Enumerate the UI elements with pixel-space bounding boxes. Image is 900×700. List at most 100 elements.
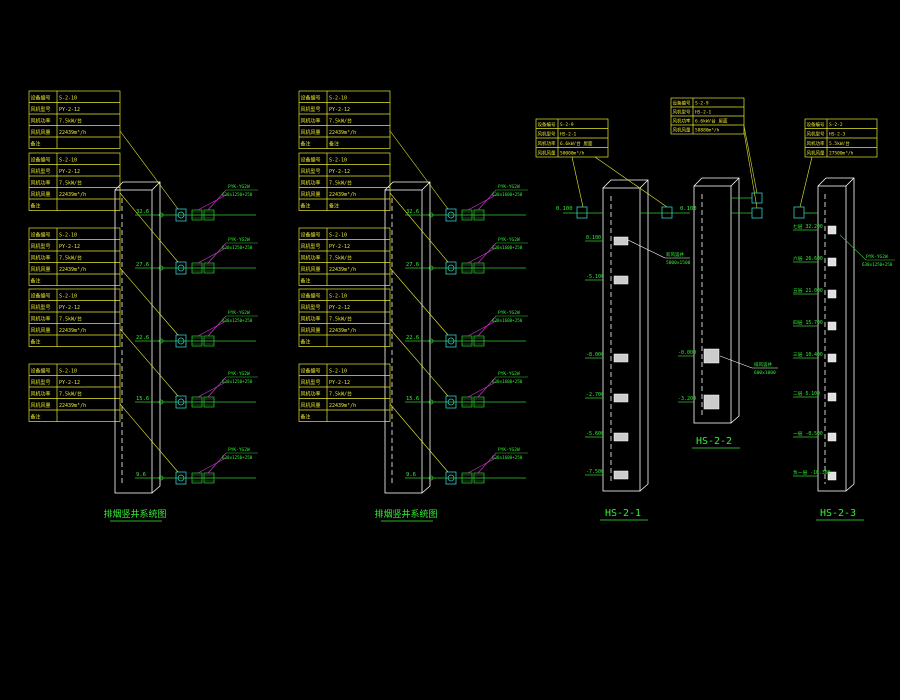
floor-level-label: 15.6 bbox=[406, 396, 419, 402]
floor-level-label: 22.6 bbox=[406, 335, 419, 341]
table-field-label: 风机型号 bbox=[807, 130, 825, 137]
table-field-value: PY-2-12 bbox=[59, 107, 80, 113]
grille-icon bbox=[827, 225, 837, 235]
table-field-value: S-2-9 bbox=[695, 100, 709, 106]
floor-branches: 32.6PYK-YG2W630x1600+25027.6PYK-YG2W630x… bbox=[389, 130, 528, 485]
floor-grille: -8.000 bbox=[585, 352, 629, 363]
table-field-value: PY-2-12 bbox=[329, 380, 350, 386]
pipe-label: PYK-YG2W bbox=[498, 184, 520, 190]
table-field-value: PY-2-12 bbox=[59, 380, 80, 386]
grille-icon bbox=[827, 432, 837, 442]
table-field-value: S-2-10 bbox=[329, 157, 347, 163]
pipe-label: PYK-YG2W bbox=[228, 184, 250, 190]
table-field-value: 22439m³/h bbox=[59, 192, 86, 198]
table-field-value: 7.5kW/台 bbox=[59, 315, 82, 322]
table-field-value: 22439m³/h bbox=[59, 403, 86, 409]
fan-unit-right bbox=[661, 206, 673, 219]
table-field-value: PY-2-12 bbox=[59, 244, 80, 250]
table-field-label: 备注 bbox=[31, 140, 41, 147]
table-field-value: HS-2-3 bbox=[829, 131, 846, 137]
floor-level-label: 22.6 bbox=[136, 335, 149, 341]
table-field-value: 22439m³/h bbox=[329, 130, 356, 136]
floor-level-label: 五层 21.000 bbox=[793, 288, 823, 294]
table-leader-line bbox=[119, 267, 179, 336]
floor-level-label: -0.000 bbox=[678, 350, 696, 356]
damper-icon bbox=[428, 338, 434, 344]
fan-icon bbox=[445, 261, 457, 275]
table-field-value: 7.5kW/台 bbox=[59, 254, 82, 261]
table-field-value: S-2-10 bbox=[329, 95, 347, 101]
pipe-label: PYK-YG2W bbox=[228, 310, 250, 316]
table-field-label: 风机功率 bbox=[301, 179, 321, 186]
floor-level-label: -5.600 bbox=[586, 431, 604, 437]
floor-level-label: 32.6 bbox=[136, 209, 149, 215]
top-connection bbox=[793, 206, 818, 219]
shaft-body bbox=[693, 177, 740, 424]
table-field-label: 风机风量 bbox=[807, 149, 825, 156]
pipe-label: PYK-YG2W bbox=[498, 371, 520, 377]
floor-level-label: -5.100 bbox=[586, 274, 604, 280]
table-leader-line bbox=[389, 328, 449, 397]
shaft-body bbox=[114, 181, 161, 494]
table-field-value: 27500m³/h bbox=[829, 150, 854, 156]
floor-level-label: 0.100 bbox=[586, 235, 601, 241]
floor-grille: 四层 15.700 bbox=[793, 320, 837, 331]
table-field-value: S-2-10 bbox=[329, 232, 347, 238]
table-field-value: 22439m³/h bbox=[329, 403, 356, 409]
fan-icon bbox=[445, 208, 457, 222]
table-field-label: 风机型号 bbox=[301, 168, 321, 175]
grille-icon bbox=[827, 321, 837, 331]
damper-icon bbox=[428, 265, 434, 271]
table-field-label: 设备编号 bbox=[301, 292, 321, 299]
diagram-title: 排烟竖井系统图 bbox=[103, 508, 166, 520]
table-field-value: 22439m³/h bbox=[329, 267, 356, 273]
table-field-value: S-2-2 bbox=[829, 122, 843, 128]
table-field-value: 7.5kW/台 bbox=[329, 254, 352, 261]
grille-icon bbox=[613, 393, 629, 403]
floor-grille: -3.200 bbox=[678, 394, 720, 410]
table-leader-line bbox=[389, 267, 449, 336]
table-field-label: 备注 bbox=[31, 338, 41, 345]
floor-grille: 三层 10.400 bbox=[793, 352, 837, 363]
damper-icon bbox=[158, 475, 164, 481]
table-field-label: 设备编号 bbox=[301, 367, 321, 374]
table-field-label: 风机风量 bbox=[31, 327, 51, 334]
table-field-value: PY-2-12 bbox=[329, 169, 350, 175]
floor-level-label: -8.000 bbox=[586, 352, 604, 358]
table-leader-line bbox=[119, 403, 179, 473]
table-field-label: 风机功率 bbox=[673, 117, 691, 124]
grille-icon bbox=[613, 353, 629, 363]
damper-icon bbox=[158, 265, 164, 271]
table-field-label: 风机型号 bbox=[31, 304, 51, 311]
table-field-label: 风机功率 bbox=[301, 117, 321, 124]
floor-grille: 五层 21.000 bbox=[793, 288, 837, 299]
table-leader-line bbox=[119, 192, 179, 263]
diagram-title: HS-2-2 bbox=[696, 436, 732, 447]
table-field-value: 备注 bbox=[329, 140, 339, 147]
damper-icon bbox=[158, 338, 164, 344]
table-field-label: 风机功率 bbox=[31, 117, 51, 124]
table-field-label: 风机型号 bbox=[301, 379, 321, 386]
table-field-label: 风机功率 bbox=[31, 390, 51, 397]
pipe-label: PYK-YG2W bbox=[228, 371, 250, 377]
callout-label: 排风竖井 bbox=[754, 361, 772, 368]
table-field-label: 风机功率 bbox=[31, 315, 51, 322]
table-field-value: S-2-9 bbox=[560, 122, 574, 128]
floor-level-label: 七层 32.200 bbox=[793, 223, 823, 230]
table-field-value: 6.6kW/台 屋面 bbox=[695, 117, 728, 124]
pipe-sublabel: 630x1250+250 bbox=[222, 318, 253, 323]
floor-grille: -5.600 bbox=[585, 431, 629, 442]
floor-level-label: 27.6 bbox=[136, 262, 149, 268]
pipe-sublabel: 630x1600+250 bbox=[492, 318, 523, 323]
